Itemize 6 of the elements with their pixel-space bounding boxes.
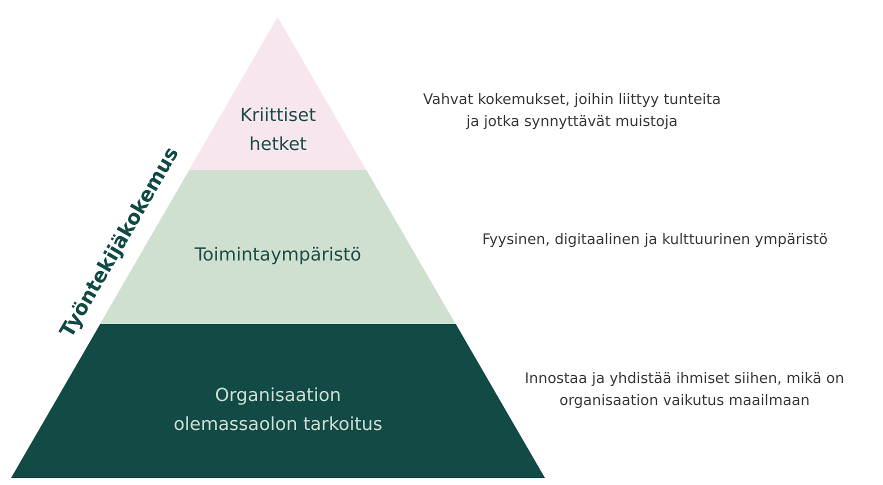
- tier-label: Organisaation olemassaolon tarkoitus: [172, 384, 384, 437]
- tier-label: Toimintaympäristö: [194, 244, 362, 268]
- tier-description: Vahvat kokemukset, joihin liittyy tunteita ja jotka synnyttävät muistoja: [422, 91, 722, 132]
- tier-description: Innostaa ja yhdistää ihmiset siihen, mikä on organisaation vaikutus maailmaan: [524, 370, 846, 411]
- tier-description: Fyysinen, digitaalinen ja kulttuurinen ympäristö: [481, 231, 829, 250]
- tier-label: Kriittiset hetket: [239, 104, 317, 157]
